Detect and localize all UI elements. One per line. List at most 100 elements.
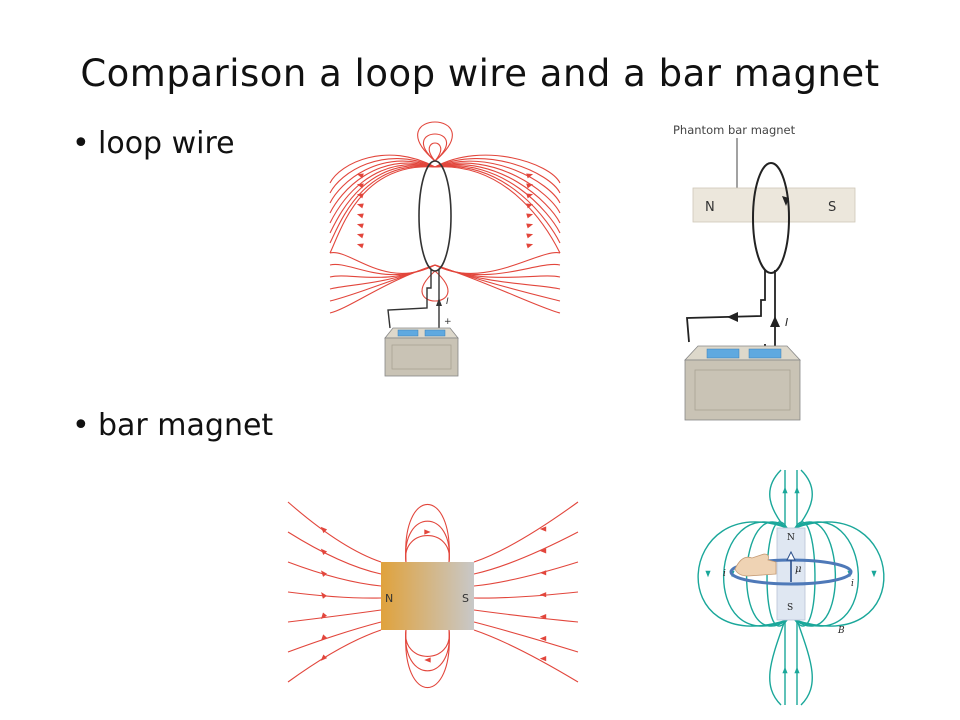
field-arrow xyxy=(526,173,534,179)
bullet-dot: • xyxy=(72,408,90,443)
field-arrow xyxy=(320,634,327,641)
field-line xyxy=(287,561,382,587)
field-arrow xyxy=(539,614,547,620)
loop-wire-field-diagram: I + xyxy=(329,121,561,377)
field-line xyxy=(329,157,436,194)
field-line xyxy=(405,629,450,672)
field-line xyxy=(434,165,561,234)
phantom-caption: Phantom bar magnet xyxy=(673,123,796,137)
field-line xyxy=(421,270,449,302)
bullet-text: loop wire xyxy=(98,126,235,161)
current-label: I xyxy=(785,316,788,329)
field-arrow xyxy=(356,213,364,219)
field-line xyxy=(417,121,453,162)
battery xyxy=(684,345,801,421)
field-line xyxy=(697,521,788,627)
field-line xyxy=(329,165,436,244)
field-arrow xyxy=(539,592,547,598)
field-line xyxy=(434,264,561,314)
field-arrow xyxy=(526,223,534,229)
bar-north-label: N xyxy=(385,592,393,605)
field-line xyxy=(434,166,561,254)
loop-direction-arrow xyxy=(782,196,789,206)
current-label-right: i xyxy=(851,579,854,589)
b-field-label: B xyxy=(837,626,845,636)
field-line xyxy=(329,263,436,276)
field-line xyxy=(434,154,561,184)
field-line xyxy=(769,469,786,529)
field-line xyxy=(434,160,561,204)
field-arrow xyxy=(526,233,534,239)
bar-magnet xyxy=(381,562,474,630)
field-line xyxy=(794,521,885,627)
field-line xyxy=(796,469,813,529)
field-line xyxy=(473,609,579,623)
field-arrow xyxy=(321,592,327,599)
field-line xyxy=(422,133,448,162)
field-line xyxy=(329,166,436,254)
field-arrow xyxy=(320,570,327,577)
field-line xyxy=(769,619,786,706)
phantom-bar-magnet-diagram: Phantom bar magnet N S I xyxy=(673,123,856,421)
lead-arrow xyxy=(727,312,738,322)
field-line xyxy=(473,629,579,683)
plus-label: + xyxy=(444,317,452,327)
field-line xyxy=(473,531,579,575)
field-arrow xyxy=(356,223,364,229)
field-line xyxy=(796,619,813,706)
wire-loop xyxy=(418,160,452,272)
mu-label: μ xyxy=(795,564,802,575)
bar-magnet-field-diagram: N S xyxy=(287,501,579,688)
slide-title: Comparison a loop wire and a bar magnet xyxy=(80,52,880,95)
phantom-wire-loop xyxy=(752,162,790,274)
field-arrow xyxy=(320,548,328,555)
field-line xyxy=(434,164,561,224)
bullet-loop-wire: •loop wire xyxy=(72,126,235,161)
field-arrow xyxy=(794,666,800,674)
field-line xyxy=(329,165,436,234)
field-line xyxy=(473,501,579,563)
field-arrow xyxy=(526,213,534,219)
dipole-north-label: N xyxy=(787,533,795,543)
field-line xyxy=(434,165,561,244)
magnetic-dipole-diagram: μ N S i i B xyxy=(697,469,885,706)
field-arrow xyxy=(356,203,364,209)
field-line xyxy=(329,160,436,204)
field-arrow xyxy=(526,243,534,249)
field-arrow xyxy=(356,243,364,249)
current-label: I xyxy=(446,297,449,307)
field-arrow xyxy=(705,570,711,578)
field-line xyxy=(329,164,436,224)
current-label-left: i xyxy=(723,569,726,579)
field-line xyxy=(434,162,561,214)
current-arrow xyxy=(436,298,442,306)
field-arrow xyxy=(321,612,327,620)
current-arrow xyxy=(770,316,780,327)
field-line xyxy=(287,591,382,599)
bar-south-label: S xyxy=(462,592,469,605)
field-line xyxy=(428,142,442,162)
field-line xyxy=(287,501,382,563)
bullet-bar-magnet: •bar magnet xyxy=(72,408,273,443)
dipole-south-label: S xyxy=(787,603,793,613)
field-arrow xyxy=(539,570,547,576)
phantom-south-label: S xyxy=(828,200,836,215)
field-line xyxy=(473,621,579,653)
field-arrow xyxy=(539,548,547,554)
field-arrow xyxy=(320,526,328,534)
field-line xyxy=(434,252,561,274)
field-arrow xyxy=(320,654,328,661)
mu-arrowhead xyxy=(786,550,796,561)
field-line xyxy=(473,591,579,599)
field-arrow xyxy=(782,486,788,494)
field-arrow xyxy=(356,233,364,239)
field-line xyxy=(405,504,450,563)
field-line xyxy=(287,629,382,683)
field-arrow xyxy=(794,486,800,494)
hand-icon xyxy=(734,553,777,577)
phantom-magnet xyxy=(692,187,856,223)
field-arrow xyxy=(424,529,431,535)
bullet-text: bar magnet xyxy=(98,408,274,443)
field-line xyxy=(405,629,450,657)
field-line xyxy=(287,621,382,653)
